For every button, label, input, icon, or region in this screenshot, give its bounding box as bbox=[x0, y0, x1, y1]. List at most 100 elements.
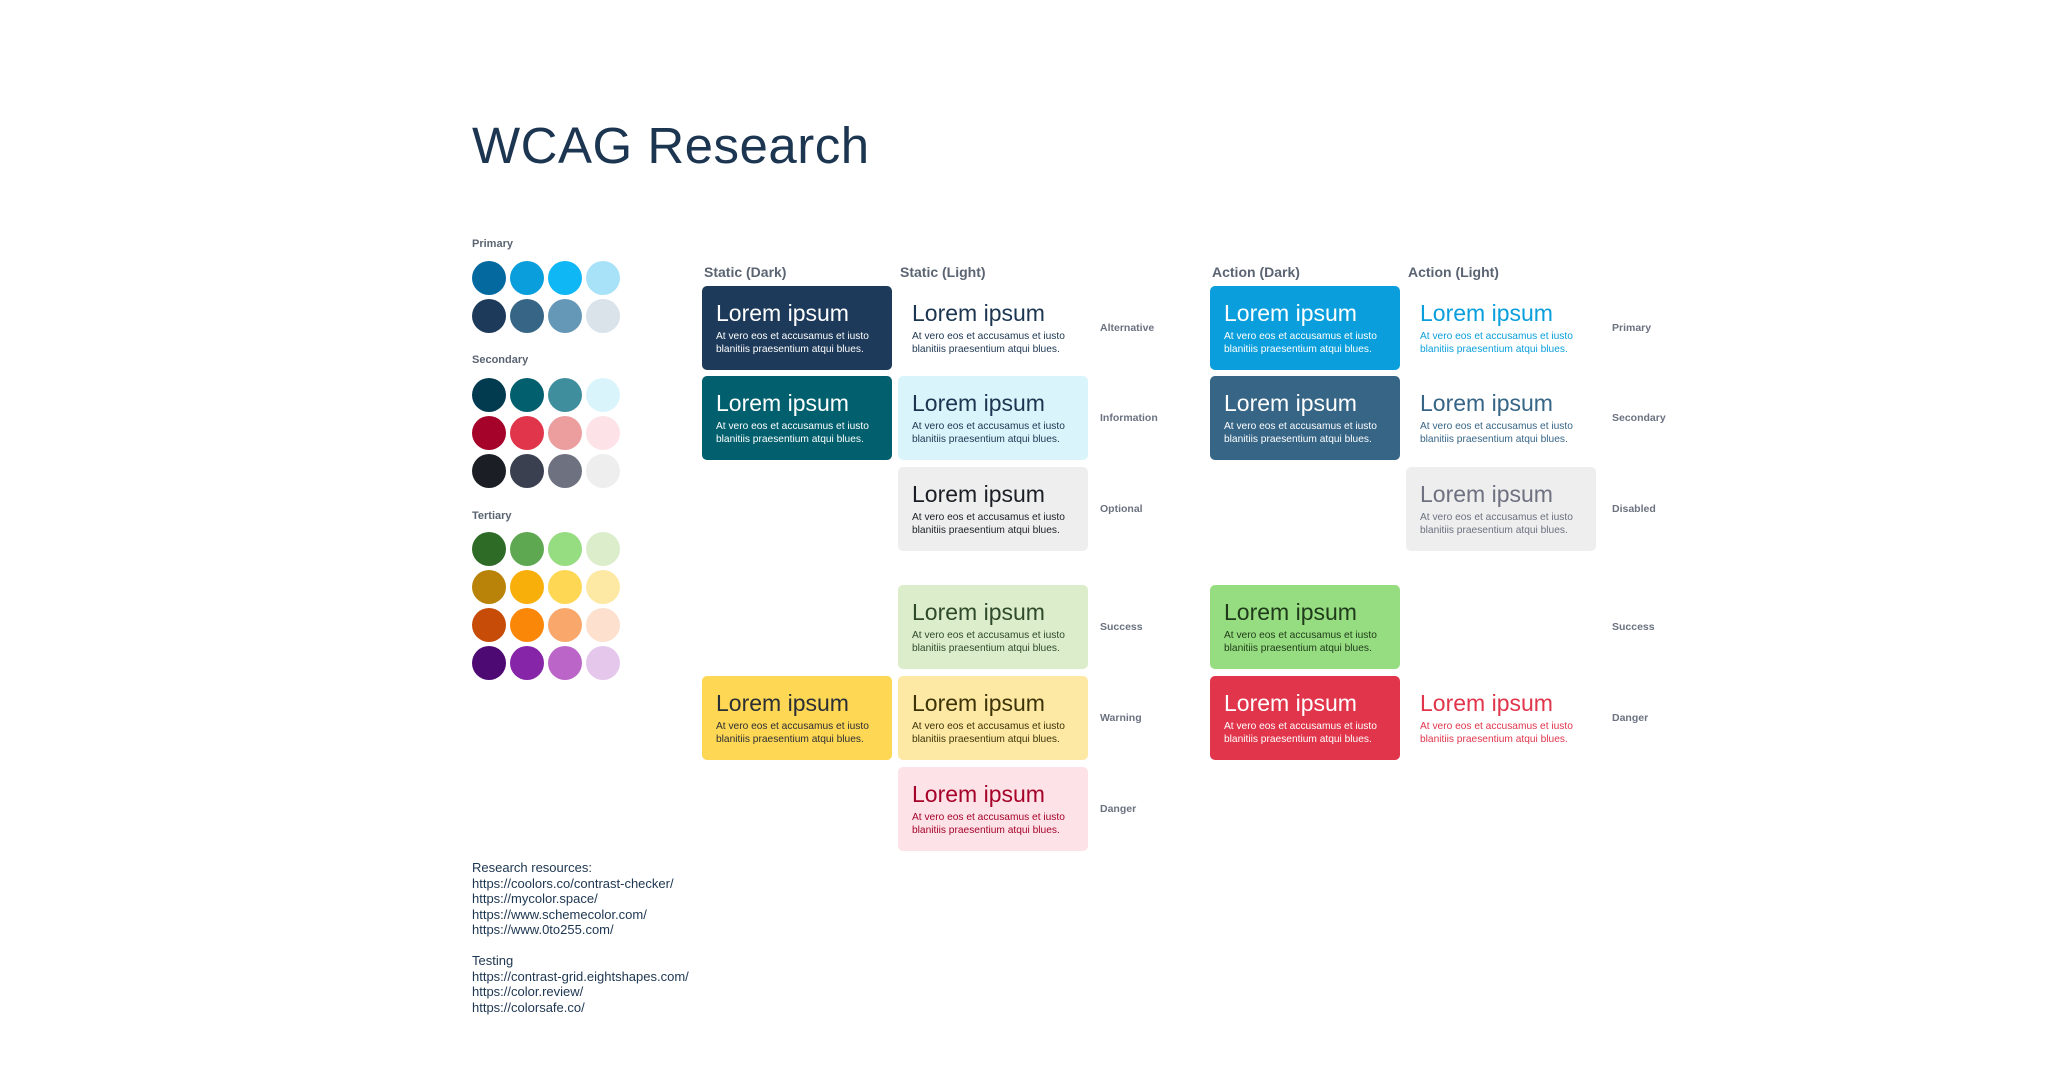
resource-link[interactable]: https://www.0to255.com/ bbox=[472, 922, 614, 937]
color-swatch bbox=[548, 608, 582, 642]
card-body: At vero eos et accusamus et iusto blanit… bbox=[1420, 512, 1573, 536]
card-body: At vero eos et accusamus et iusto blanit… bbox=[1420, 331, 1573, 355]
card-heading: Lorem ipsum bbox=[1224, 599, 1357, 625]
card-body: At vero eos et accusamus et iusto blanit… bbox=[1224, 630, 1377, 654]
color-swatch bbox=[510, 299, 544, 333]
row-label-alternative: Alternative bbox=[1100, 322, 1155, 334]
page-title: WCAG Research bbox=[472, 117, 870, 174]
palette-tertiary-row-1 bbox=[472, 532, 620, 566]
card-action-light-secondary[interactable]: Lorem ipsum At vero eos et accusamus et … bbox=[1406, 376, 1596, 460]
palette-secondary-row-3 bbox=[472, 454, 620, 488]
column-header-static-light: Static (Light) bbox=[900, 264, 986, 280]
palette-secondary-row-1 bbox=[472, 378, 620, 412]
testing-resources: Testing https://contrast-grid.eightshape… bbox=[472, 953, 689, 1015]
card-heading: Lorem ipsum bbox=[716, 300, 849, 326]
color-swatch bbox=[510, 416, 544, 450]
card-static-dark-alternative: Lorem ipsum At vero eos et accusamus et … bbox=[702, 286, 892, 370]
palette-tertiary-label: Tertiary bbox=[472, 510, 512, 522]
color-swatch bbox=[510, 532, 544, 566]
card-action-light-primary[interactable]: Lorem ipsum At vero eos et accusamus et … bbox=[1406, 286, 1596, 370]
palette-tertiary-row-4 bbox=[472, 646, 620, 680]
card-body: At vero eos et accusamus et iusto blanit… bbox=[716, 421, 869, 445]
resource-link[interactable]: https://www.schemecolor.com/ bbox=[472, 906, 647, 922]
row-label-success: Success bbox=[1100, 621, 1143, 633]
row-label-secondary: Secondary bbox=[1612, 412, 1666, 424]
card-static-light-warning: Lorem ipsum At vero eos et accusamus et … bbox=[898, 676, 1088, 760]
card-body: At vero eos et accusamus et iusto blanit… bbox=[716, 721, 869, 745]
row-label-optional: Optional bbox=[1100, 503, 1143, 515]
color-swatch bbox=[548, 454, 582, 488]
color-swatch bbox=[548, 416, 582, 450]
color-swatch bbox=[472, 261, 506, 295]
color-swatch bbox=[472, 646, 506, 680]
color-swatch bbox=[586, 646, 620, 680]
color-swatch bbox=[586, 299, 620, 333]
card-heading: Lorem ipsum bbox=[1420, 690, 1553, 716]
card-heading: Lorem ipsum bbox=[1420, 481, 1553, 507]
color-swatch bbox=[586, 608, 620, 642]
color-swatch bbox=[472, 299, 506, 333]
card-body: At vero eos et accusamus et iusto blanit… bbox=[912, 512, 1065, 536]
column-header-static-dark: Static (Dark) bbox=[704, 264, 787, 280]
column-header-action-dark: Action (Dark) bbox=[1212, 264, 1300, 280]
color-swatch bbox=[586, 378, 620, 412]
row-label-primary: Primary bbox=[1612, 322, 1652, 334]
testing-link[interactable]: https://colorsafe.co/ bbox=[472, 999, 585, 1015]
row-label-warning: Warning bbox=[1100, 712, 1142, 724]
card-heading: Lorem ipsum bbox=[1224, 300, 1357, 326]
resource-link[interactable]: https://mycolor.space/ bbox=[472, 891, 598, 906]
color-swatch bbox=[510, 378, 544, 412]
color-swatch bbox=[472, 608, 506, 642]
card-body: At vero eos et accusamus et iusto blanit… bbox=[1420, 421, 1573, 445]
color-swatch bbox=[548, 646, 582, 680]
card-action-light-danger[interactable]: Lorem ipsum At vero eos et accusamus et … bbox=[1406, 676, 1596, 760]
card-body: At vero eos et accusamus et iusto blanit… bbox=[912, 331, 1065, 355]
palette-secondary-label: Secondary bbox=[472, 354, 529, 366]
color-swatch bbox=[548, 299, 582, 333]
card-heading: Lorem ipsum bbox=[912, 300, 1045, 326]
color-swatch bbox=[548, 261, 582, 295]
palette-primary-label: Primary bbox=[472, 238, 513, 250]
color-swatch bbox=[472, 570, 506, 604]
card-action-dark-danger[interactable]: Lorem ipsum At vero eos et accusamus et … bbox=[1210, 676, 1400, 760]
research-resources: Research resources: https://coolors.co/c… bbox=[472, 860, 674, 938]
card-action-dark-primary[interactable]: Lorem ipsum At vero eos et accusamus et … bbox=[1210, 286, 1400, 370]
card-heading: Lorem ipsum bbox=[912, 690, 1045, 716]
row-label-action-success: Success bbox=[1612, 621, 1655, 633]
card-heading: Lorem ipsum bbox=[1224, 390, 1357, 416]
card-body: At vero eos et accusamus et iusto blanit… bbox=[1420, 721, 1573, 745]
palette-tertiary-row-2 bbox=[472, 570, 620, 604]
card-body: At vero eos et accusamus et iusto blanit… bbox=[1224, 331, 1377, 355]
color-swatch bbox=[586, 454, 620, 488]
color-swatch bbox=[586, 570, 620, 604]
color-swatch bbox=[472, 454, 506, 488]
color-swatch bbox=[510, 261, 544, 295]
card-action-dark-success[interactable]: Lorem ipsum At vero eos et accusamus et … bbox=[1210, 585, 1400, 669]
card-heading: Lorem ipsum bbox=[1420, 300, 1553, 326]
testing-heading: Testing bbox=[472, 953, 514, 968]
testing-link[interactable]: https://color.review/ bbox=[472, 984, 584, 999]
palette-secondary-row-2 bbox=[472, 416, 620, 450]
color-swatch bbox=[472, 416, 506, 450]
row-label-action-danger: Danger bbox=[1612, 712, 1649, 724]
row-label-information: Information bbox=[1100, 412, 1158, 424]
card-action-light-disabled: Lorem ipsum At vero eos et accusamus et … bbox=[1406, 467, 1596, 551]
resource-link[interactable]: https://coolors.co/contrast-checker/ bbox=[472, 875, 674, 891]
row-label-danger: Danger bbox=[1100, 803, 1137, 815]
card-static-dark-warning: Lorem ipsum At vero eos et accusamus et … bbox=[702, 676, 892, 760]
palette-primary-row-1 bbox=[472, 261, 620, 295]
card-body: At vero eos et accusamus et iusto blanit… bbox=[716, 331, 869, 355]
color-swatch bbox=[586, 261, 620, 295]
card-body: At vero eos et accusamus et iusto blanit… bbox=[912, 721, 1065, 745]
color-swatch bbox=[548, 378, 582, 412]
card-action-dark-secondary[interactable]: Lorem ipsum At vero eos et accusamus et … bbox=[1210, 376, 1400, 460]
palette-tertiary-row-3 bbox=[472, 608, 620, 642]
color-swatch bbox=[510, 454, 544, 488]
color-swatch bbox=[548, 570, 582, 604]
card-body: At vero eos et accusamus et iusto blanit… bbox=[912, 812, 1065, 836]
palette-primary-row-2 bbox=[472, 299, 620, 333]
testing-link[interactable]: https://contrast-grid.eightshapes.com/ bbox=[472, 968, 689, 984]
color-swatch bbox=[510, 570, 544, 604]
card-body: At vero eos et accusamus et iusto blanit… bbox=[1224, 421, 1377, 445]
column-header-action-light: Action (Light) bbox=[1408, 264, 1499, 280]
